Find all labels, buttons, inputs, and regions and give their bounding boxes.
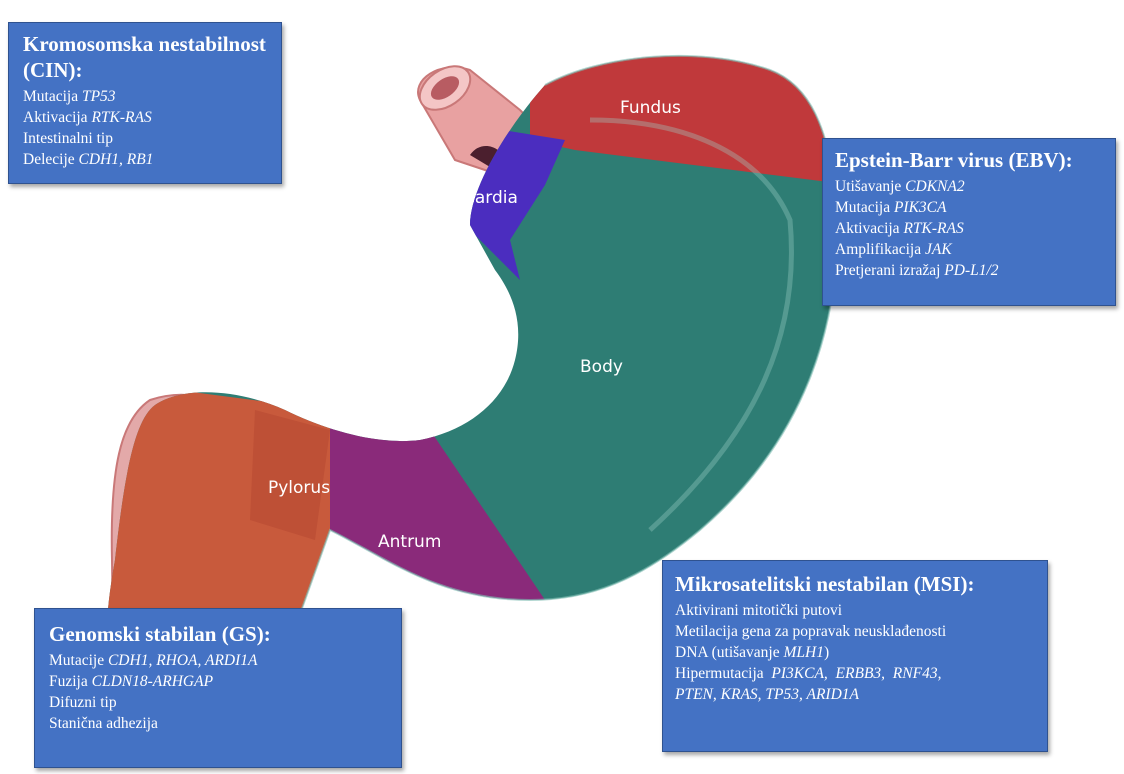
msi-title: Mikrosatelitski nestabilan (MSI): <box>675 571 1035 597</box>
cin-line-2: Aktivacija RTK-RAS <box>23 107 267 128</box>
msi-box: Mikrosatelitski nestabilan (MSI): Aktivi… <box>662 560 1048 752</box>
antrum-label: Antrum <box>378 532 441 552</box>
gs-line-4: Stanična adhezija <box>49 713 387 734</box>
msi-line-3: DNA (utišavanje MLH1) <box>675 642 1035 663</box>
cin-line-3: Intestinalni tip <box>23 128 267 149</box>
ebv-line-4: Amplifikacija JAK <box>835 239 1103 260</box>
ebv-line-1: Utišavanje CDKNA2 <box>835 176 1103 197</box>
cin-title: Kromosomska nestabilnost (CIN): <box>23 31 267 83</box>
cin-line-4: Delecije CDH1, RB1 <box>23 149 267 170</box>
ebv-title: Epstein-Barr virus (EBV): <box>835 147 1103 173</box>
msi-line-4: Hipermutacija PI3KCA, ERBB3, RNF43, <box>675 663 1035 684</box>
gs-title: Genomski stabilan (GS): <box>49 621 387 647</box>
cin-box: Kromosomska nestabilnost (CIN): Mutacija… <box>8 22 282 184</box>
gs-box: Genomski stabilan (GS): Mutacije CDH1, R… <box>34 608 402 768</box>
ebv-box: Epstein-Barr virus (EBV): Utišavanje CDK… <box>822 138 1116 306</box>
msi-line-5: PTEN, KRAS, TP53, ARID1A <box>675 684 1035 705</box>
msi-line-1: Aktivirani mitotički putovi <box>675 600 1035 621</box>
gs-line-1: Mutacije CDH1, RHOA, ARDI1A <box>49 650 387 671</box>
gs-line-2: Fuzija CLDN18-ARHGAP <box>49 671 387 692</box>
pylorus-label: Pylorus <box>268 478 330 498</box>
ebv-line-5: Pretjerani izražaj PD-L1/2 <box>835 260 1103 281</box>
cin-line-1: Mutacija TP53 <box>23 86 267 107</box>
msi-line-2: Metilacija gena za popravak neusklađenos… <box>675 621 1035 642</box>
cardia-label: Cardia <box>463 188 518 208</box>
body-label: Body <box>580 357 623 377</box>
fundus-label: Fundus <box>620 98 681 118</box>
ebv-line-3: Aktivacija RTK-RAS <box>835 218 1103 239</box>
ebv-line-2: Mutacija PIK3CA <box>835 197 1103 218</box>
gs-line-3: Difuzni tip <box>49 692 387 713</box>
